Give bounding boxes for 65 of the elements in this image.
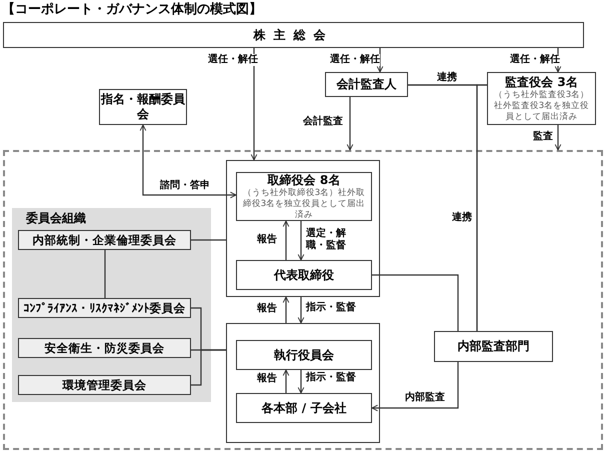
arrow (346, 97, 354, 150)
edge-label: 諮問・答申 (160, 180, 210, 192)
auditor-box (325, 72, 408, 97)
committee-box (18, 230, 191, 250)
dashed-frame (3, 150, 603, 450)
edge-label: 報告 (257, 234, 277, 246)
arrow (282, 370, 290, 393)
department-box (434, 331, 553, 362)
arrow (282, 220, 290, 260)
box-label: 株主総会 (254, 28, 334, 42)
edge-label: 選任・解任 (208, 54, 258, 66)
connector-line (372, 274, 459, 331)
box-label: 代表取締役 (274, 268, 334, 282)
arrow (376, 48, 384, 72)
title: 【コーポレート・ガバナンス体制の模式図】 (2, 2, 262, 18)
box-label: 環境管理委員会 (62, 378, 146, 392)
arrow (140, 124, 236, 198)
box-label: 監査役会 3名 (505, 74, 578, 90)
committee-panel (12, 208, 211, 402)
box-note: （うち社外取締役3名）社外取締役3名を独立役員として届出済み (242, 188, 366, 220)
arrow (298, 370, 304, 394)
box-label: 内部監査部門 (458, 339, 530, 354)
connector-line (476, 84, 487, 331)
committee-box (18, 375, 191, 395)
committee-box (18, 298, 191, 318)
arrow (298, 221, 304, 260)
edge-label: 監査 (533, 131, 553, 143)
committee-box (18, 338, 191, 358)
arrow (554, 125, 562, 150)
arrow (250, 48, 258, 160)
connector-line (191, 349, 226, 386)
meeting-box (3, 22, 584, 48)
box-label: ｺﾝﾌﾟﾗｲｱﾝｽ・ﾘｽｸﾏﾈｼﾞﾒﾝﾄ委員会 (24, 300, 186, 316)
edge-label: 連携 (437, 72, 457, 84)
arrow (282, 296, 290, 323)
officer-box (236, 260, 372, 290)
edge-label: 会計監査 (303, 116, 343, 128)
board-box (236, 340, 372, 370)
edge-label: 報告 (257, 303, 277, 315)
box-label: 取締役会 8名 (268, 172, 340, 188)
arrow (298, 297, 304, 324)
connector-line (104, 250, 106, 298)
box-label: 指名・報酬委員会 (100, 92, 186, 122)
edge-label: 選任・解任 (510, 54, 560, 66)
box-label: 会計監査人 (336, 77, 396, 92)
board-box (236, 172, 372, 221)
edge-label: 指示・監督 (306, 302, 356, 314)
box-label: 執行役員会 (274, 348, 334, 362)
box-label: 内部統制・企業倫理委員会 (32, 232, 176, 248)
box-note: （うち社外監査役3名）社外監査役3名を独立役員として届出済み (492, 90, 590, 122)
edge-label: 選定・解職・監督 (306, 228, 348, 252)
edge-label: 報告 (257, 373, 277, 385)
edge-label: 内部監査 (405, 392, 445, 404)
department-box (236, 393, 372, 423)
group-box (226, 160, 380, 297)
edge-label: 選任・解任 (330, 54, 380, 66)
edge-label: 指示・監督 (306, 372, 356, 384)
box-label: 安全衛生・防災委員会 (44, 340, 164, 356)
group-box (226, 323, 380, 443)
connector-line (191, 239, 226, 241)
board-box (487, 72, 596, 125)
edge-label: 連携 (452, 212, 472, 224)
panel-heading: 委員会組織 (26, 211, 86, 226)
box-label: 各本部 / 子会社 (262, 400, 346, 416)
arrow (372, 362, 459, 412)
